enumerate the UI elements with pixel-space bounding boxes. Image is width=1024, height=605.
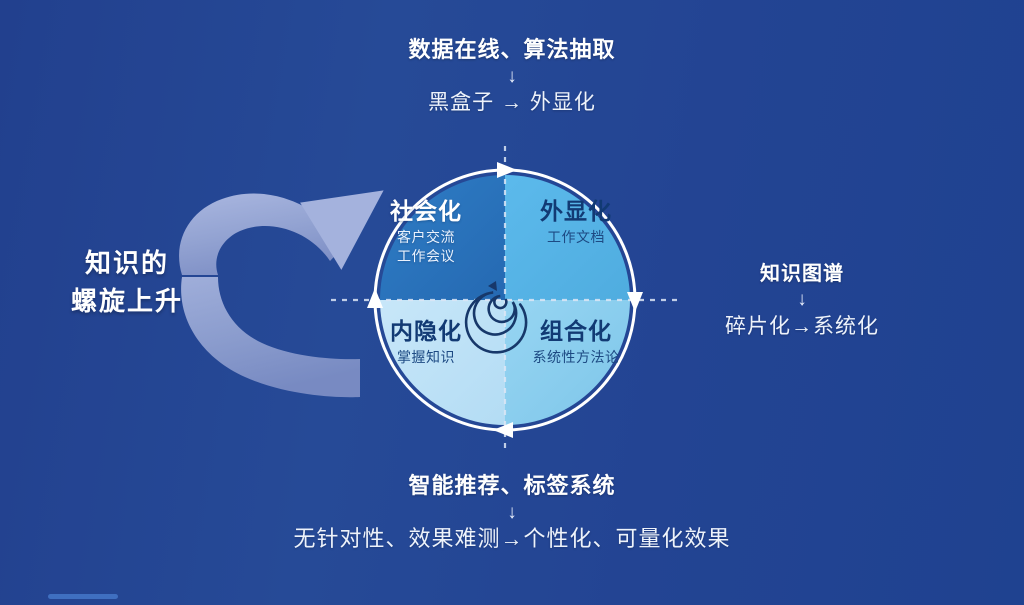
bottom-caption-heading: 智能推荐、标签系统 bbox=[408, 473, 616, 498]
left-label-line1: 知识的 bbox=[84, 248, 169, 278]
top-caption-detail: 黑盒子 → 外显化 bbox=[428, 91, 596, 115]
right-caption: 知识图谱 ↓ 碎片化→系统化 bbox=[672, 262, 932, 340]
left-label: 知识的 螺旋上升 bbox=[22, 245, 232, 320]
center-spiral-icon bbox=[464, 281, 528, 354]
bottom-caption: 智能推荐、标签系统 ↓ 无针对性、效果难测→个性化、可量化效果 bbox=[0, 472, 1024, 554]
top-caption: 数据在线、算法抽取 ↓ 黑盒子 → 外显化 bbox=[0, 36, 1024, 117]
cycle-direction-arrowheads bbox=[367, 162, 643, 438]
left-label-line2: 螺旋上升 bbox=[70, 285, 183, 316]
cycle-quadrant-fills bbox=[380, 175, 630, 425]
top-caption-down-arrow-icon: ↓ bbox=[507, 65, 517, 87]
right-caption-heading: 知识图谱 bbox=[760, 263, 844, 285]
progress-indicator[interactable] bbox=[48, 594, 118, 599]
right-caption-down-arrow-icon: ↓ bbox=[797, 289, 807, 310]
right-caption-detail: 碎片化→系统化 bbox=[725, 314, 879, 338]
bottom-caption-down-arrow-icon: ↓ bbox=[507, 501, 517, 523]
knowledge-cycle-diagram: 社会化 客户交流 工作会议 外显化 工作文档 内隐化 掌握知识 组合化 系统性方… bbox=[325, 140, 685, 460]
bottom-caption-detail: 无针对性、效果难测→个性化、可量化效果 bbox=[293, 526, 731, 552]
knowledge-spiral-arrow-icon bbox=[179, 190, 384, 398]
top-caption-heading: 数据在线、算法抽取 bbox=[408, 37, 616, 62]
